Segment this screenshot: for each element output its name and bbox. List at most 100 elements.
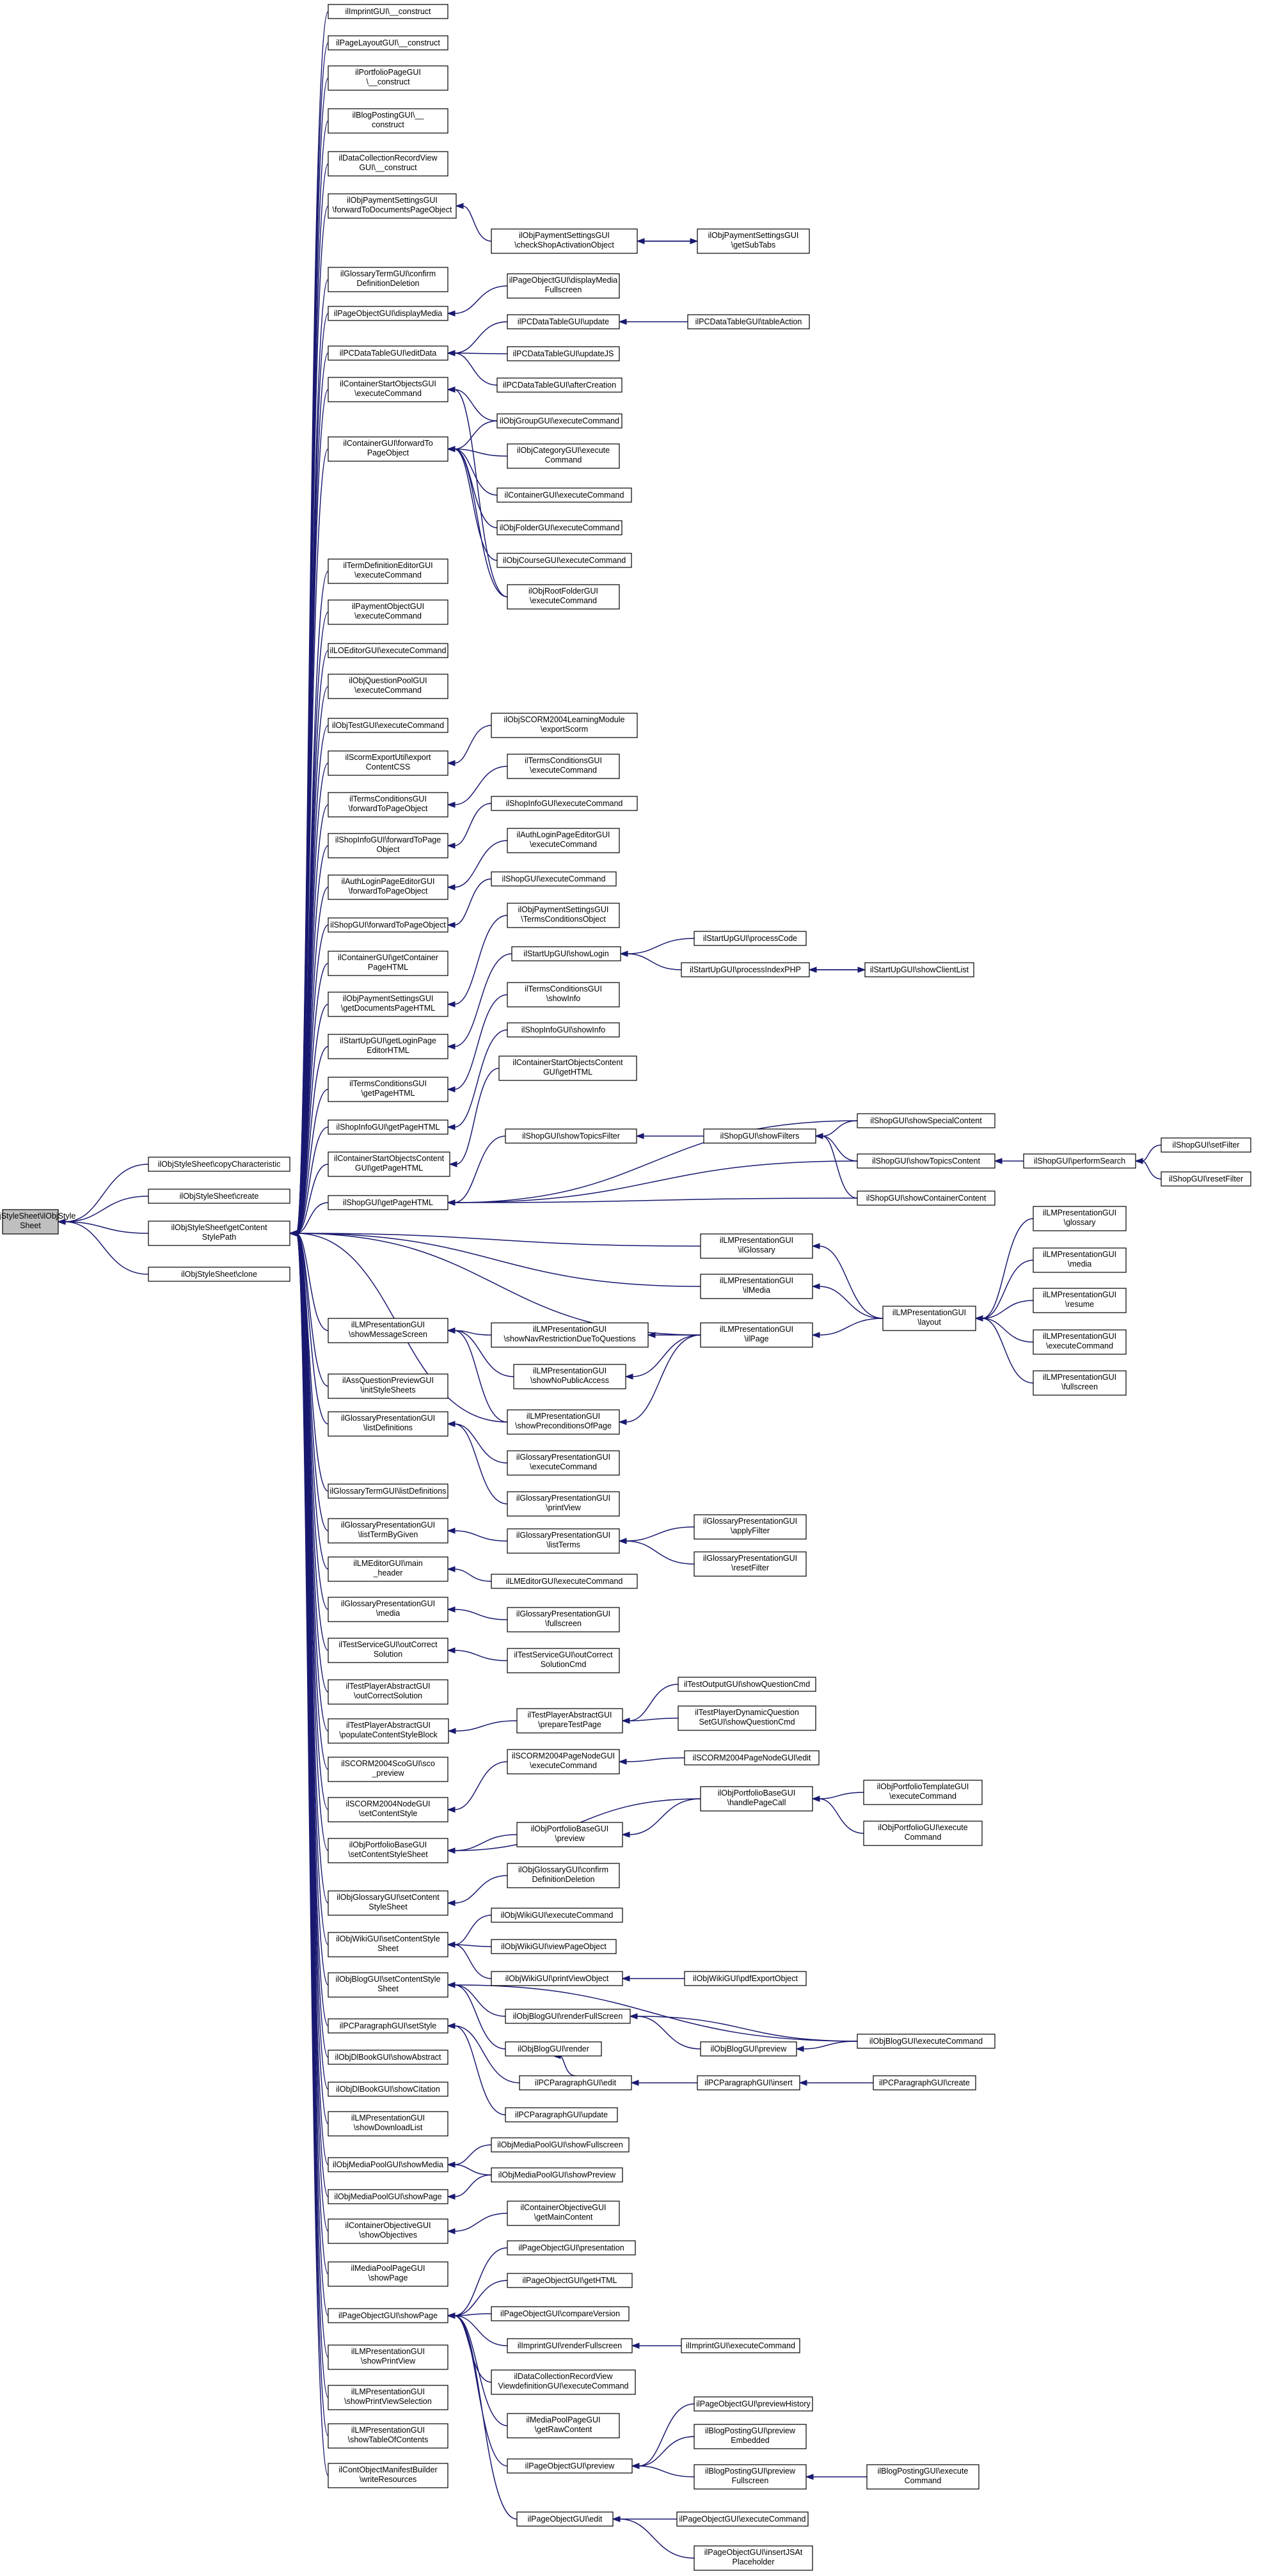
node-a45[interactable]: ilPCParagraphGUI\setStyle — [328, 2018, 448, 2034]
node-a33[interactable]: ilGlossaryPresentationGUI\listTermByGive… — [328, 1518, 448, 1544]
node-b23[interactable]: ilLMPresentationGUI\showNavRestrictionDu… — [491, 1322, 649, 1348]
node-c27[interactable]: ilObjPortfolioBaseGUI\handlePageCall — [700, 1786, 813, 1812]
node-c8[interactable]: ilShopGUI\showTopicsContent — [857, 1153, 995, 1169]
node-c36[interactable]: ilPageObjectGUI\previewHistory — [694, 2396, 813, 2412]
node-a2[interactable]: ilPageLayoutGUI\__construct — [328, 35, 448, 51]
node-a21[interactable]: ilShopGUI\forwardToPageObject — [328, 917, 448, 933]
node-b14[interactable]: ilShopInfoGUI\executeCommand — [491, 796, 638, 811]
node-b32[interactable]: ilTestPlayerAbstractGUI\prepareTestPage — [516, 1708, 623, 1734]
node-b13[interactable]: ilTermsConditionsGUI\executeCommand — [507, 754, 620, 779]
node-c28[interactable]: ilObjPortfolioTemplateGUI\executeCommand — [863, 1780, 983, 1805]
node-c32[interactable]: ilObjBlogGUI\executeCommand — [857, 2034, 995, 2049]
node-a15[interactable]: ilObjQuestionPoolGUI\executeCommand — [328, 674, 448, 699]
node-c1[interactable]: ilObjPaymentSettingsGUI\getSubTabs — [697, 228, 810, 254]
node-c33[interactable]: ilPCParagraphGUI\insert — [697, 2075, 800, 2090]
node-c5[interactable]: ilStartUpGUI\showClientList — [864, 962, 974, 977]
node-a6[interactable]: ilObjPaymentSettingsGUI\forwardToDocumen… — [328, 193, 457, 219]
node-b33[interactable]: ilSCORM2004PageNodeGUI\executeCommand — [507, 1749, 620, 1774]
node-clone[interactable]: ilObjStyleSheet\clone — [148, 1267, 290, 1282]
node-b1[interactable]: ilObjPaymentSettingsGUI\checkShopActivat… — [491, 228, 638, 254]
node-b10[interactable]: ilObjCourseGUI\executeCommand — [496, 553, 632, 568]
node-b47[interactable]: ilPageObjectGUI\getHTML — [507, 2273, 633, 2288]
node-a48[interactable]: ilLMPresentationGUI\showDownloadList — [328, 2111, 448, 2137]
node-b41[interactable]: ilPCParagraphGUI\edit — [519, 2075, 632, 2090]
node-b42[interactable]: ilPCParagraphGUI\update — [505, 2107, 618, 2122]
node-c10[interactable]: ilShopGUI\performSearch — [1023, 1153, 1136, 1169]
node-a25[interactable]: ilTermsConditionsGUI\getPageHTML — [328, 1077, 448, 1102]
node-c20[interactable]: ilLMPresentationGUI\executeCommand — [1033, 1329, 1127, 1355]
node-a26[interactable]: ilShopInfoGUI\getPageHTML — [328, 1119, 448, 1135]
node-a12[interactable]: ilTermDefinitionEditorGUI\executeCommand — [328, 558, 448, 584]
node-b22[interactable]: ilShopGUI\showTopicsFilter — [505, 1128, 637, 1144]
node-c26[interactable]: ilSCORM2004PageNodeGUI\edit — [684, 1750, 820, 1766]
node-a50[interactable]: ilObjMediaPoolGUI\showPage — [328, 2189, 448, 2204]
node-b20[interactable]: ilShopInfoGUI\showInfo — [507, 1022, 620, 1038]
node-b5[interactable]: ilPCDataTableGUI\afterCreation — [496, 377, 623, 393]
node-create[interactable]: ilObjStyleSheet\create — [148, 1189, 290, 1204]
node-c40[interactable]: ilPageObjectGUI\executeCommand — [676, 2511, 809, 2527]
node-root[interactable]: ilObjStyleSheet\ilObjStyleSheet — [0, 1209, 75, 1235]
node-b16[interactable]: ilShopGUI\executeCommand — [491, 871, 617, 887]
node-a20[interactable]: ilAuthLoginPageEditorGUI\forwardToPageOb… — [328, 874, 448, 900]
node-b51[interactable]: ilMediaPoolPageGUI\getRawContent — [507, 2413, 620, 2438]
node-c2[interactable]: ilPCDataTableGUI\tableAction — [687, 314, 810, 329]
node-a13[interactable]: ilPaymentObjectGUI\executeCommand — [328, 599, 448, 625]
node-a56[interactable]: ilLMPresentationGUI\showTableOfContents — [328, 2423, 448, 2449]
node-a4[interactable]: ilBlogPostingGUI\__construct — [328, 108, 448, 134]
node-a49[interactable]: ilObjMediaPoolGUI\showMedia — [328, 2157, 448, 2172]
node-a32[interactable]: ilGlossaryTermGUI\listDefinitions — [328, 1483, 448, 1499]
node-a3[interactable]: ilPortfolioPageGUI\__construct — [328, 65, 448, 91]
node-a8[interactable]: ilPageObjectGUI\displayMedia — [328, 306, 448, 321]
node-a14[interactable]: ilLOEditorGUI\executeCommand — [328, 643, 448, 658]
node-b4[interactable]: ilPCDataTableGUI\updateJS — [507, 346, 620, 361]
node-c3[interactable]: ilStartUpGUI\processCode — [694, 931, 807, 946]
node-a37[interactable]: ilTestPlayerAbstractGUI\outCorrectSoluti… — [328, 1679, 448, 1705]
node-b39[interactable]: ilObjBlogGUI\renderFullScreen — [505, 2009, 631, 2024]
node-a35[interactable]: ilGlossaryPresentationGUI\media — [328, 1597, 448, 1622]
node-a31[interactable]: ilGlossaryPresentationGUI\listDefinition… — [328, 1411, 448, 1437]
node-c6[interactable]: ilShopGUI\showFilters — [703, 1128, 816, 1144]
node-b49[interactable]: ilImprintGUI\renderFullscreen — [507, 2338, 633, 2353]
node-c9[interactable]: ilShopGUI\showContainerContent — [857, 1190, 995, 1206]
node-b43[interactable]: ilObjMediaPoolGUI\showFullscreen — [491, 2137, 630, 2153]
node-b38[interactable]: ilObjWikiGUI\printViewObject — [491, 1971, 623, 1986]
node-c19[interactable]: ilLMPresentationGUI\resume — [1033, 1288, 1127, 1313]
node-a30[interactable]: ilAssQuestionPreviewGUI\initStyleSheets — [328, 1373, 448, 1399]
node-a29[interactable]: ilLMPresentationGUI\showMessageScreen — [328, 1318, 448, 1343]
node-b19[interactable]: ilTermsConditionsGUI\showInfo — [507, 982, 620, 1007]
node-c15[interactable]: ilLMPresentationGUI\ilPage — [700, 1322, 813, 1348]
node-c35[interactable]: ilImprintGUI\executeCommand — [681, 2338, 800, 2353]
node-b9[interactable]: ilObjFolderGUI\executeCommand — [496, 520, 623, 535]
node-c14[interactable]: ilLMPresentationGUI\ilMedia — [700, 1274, 813, 1299]
node-b12[interactable]: ilObjSCORM2004LearningModule\exportScorm — [491, 713, 638, 738]
node-a9[interactable]: ilPCDataTableGUI\editData — [328, 345, 448, 361]
node-b29[interactable]: ilLMEditorGUI\executeCommand — [491, 1574, 638, 1589]
node-a53[interactable]: ilPageObjectGUI\showPage — [328, 2308, 448, 2323]
node-b40[interactable]: ilObjBlogGUI\render — [505, 2041, 602, 2057]
node-c24[interactable]: ilTestOutputGUI\showQuestionCmd — [678, 1677, 816, 1692]
node-b24[interactable]: ilLMPresentationGUI\showNoPublicAccess — [513, 1364, 626, 1389]
node-a55[interactable]: ilLMPresentationGUI\showPrintViewSelecti… — [328, 2385, 448, 2410]
node-c13[interactable]: ilLMPresentationGUI\ilGlossary — [700, 1233, 813, 1259]
node-b48[interactable]: ilPageObjectGUI\compareVersion — [491, 2306, 630, 2321]
node-c30[interactable]: ilObjWikiGUI\pdfExportObject — [684, 1971, 807, 1986]
node-b25[interactable]: ilLMPresentationGUI\showPreconditionsOfP… — [507, 1409, 620, 1435]
node-b45[interactable]: ilContainerObjectiveGUI\getMainContent — [507, 2201, 620, 2226]
node-b11[interactable]: ilObjRootFolderGUI\executeCommand — [507, 584, 620, 610]
